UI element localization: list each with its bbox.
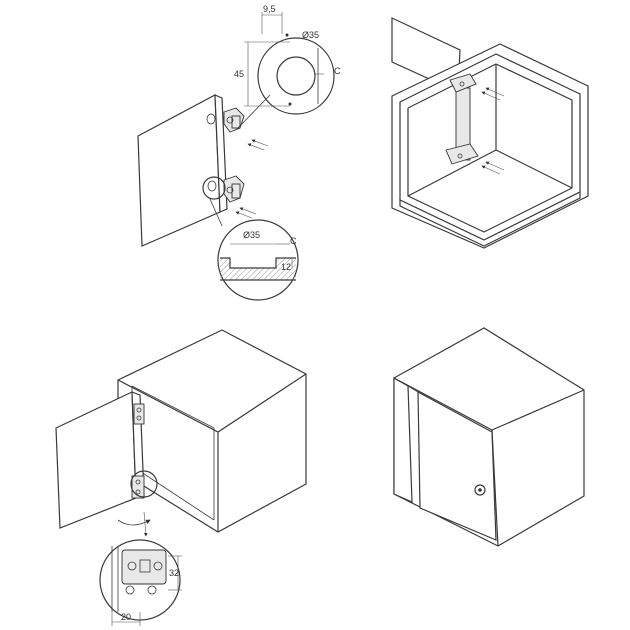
door-panel-swing <box>55 391 137 529</box>
detail-marker-plate <box>130 470 158 498</box>
dim-clearance-section: C <box>290 236 297 246</box>
door-panel <box>137 94 228 247</box>
hinge-lower-open <box>131 475 145 499</box>
cup-bore-circle <box>276 56 316 96</box>
detail-marker-lower <box>202 176 226 200</box>
screw-arrows-view2 <box>481 87 505 175</box>
dim-cup-diameter-top: Ø35 <box>302 30 319 40</box>
hinge-drilling-view: 9,5 45 Ø35 C Ø35 C 12 <box>137 4 341 301</box>
hinge-mount-interior <box>445 73 479 165</box>
door-knob <box>474 484 486 496</box>
hinge-lower <box>223 175 245 203</box>
cup-hole-lower <box>207 180 217 192</box>
dim-top-offset: 9,5 <box>263 4 276 14</box>
cabinet-closed-view <box>393 327 585 547</box>
door-closed <box>417 390 497 541</box>
dim-plate-offset: 20 <box>121 612 131 622</box>
mounting-plate-detail: 32 20 <box>99 539 182 626</box>
drilling-detail-top: 9,5 45 Ø35 C <box>234 4 341 131</box>
dim-plate-height: 32 <box>169 568 179 578</box>
hinge-upper <box>223 107 245 133</box>
screw-arrows-view1 <box>235 139 269 219</box>
hinge-upper-open <box>133 403 145 425</box>
drilling-detail-section: Ø35 C 12 <box>209 198 299 301</box>
dim-cup-depth: 12 <box>281 262 291 272</box>
cabinet-interior-view <box>391 17 589 249</box>
cabinet-open-view: 32 20 <box>55 329 307 626</box>
dim-vertical-offset: 45 <box>234 69 244 79</box>
cup-hole-upper <box>206 113 216 125</box>
cabinet-box <box>117 329 307 533</box>
dim-clearance-top: C <box>334 66 341 76</box>
dim-cup-diameter-section: Ø35 <box>243 230 260 240</box>
